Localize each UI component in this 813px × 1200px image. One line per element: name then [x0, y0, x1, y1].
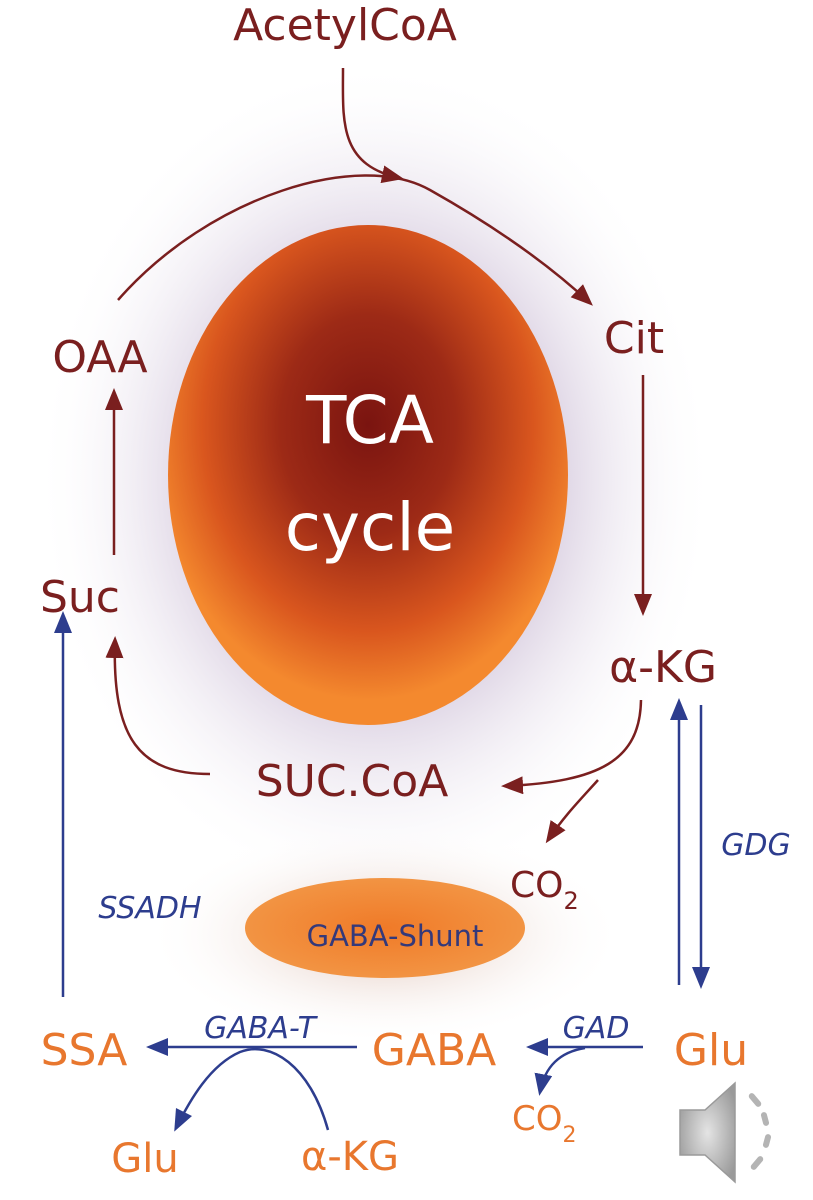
arrow-akg-to-glu-transamination	[174, 1047, 330, 1132]
gaba-shunt-label: GABA-Shunt	[307, 919, 484, 953]
arrow-succoa-to-suc	[105, 636, 211, 776]
co2-bottom-label: CO2	[512, 1099, 577, 1148]
tca-cycle-shape	[168, 225, 568, 725]
ssadh-label: SSADH	[98, 891, 201, 926]
arrow-acetylcoa-in	[341, 67, 404, 184]
ssa-label: SSA	[41, 1025, 128, 1076]
arrow-akg-to-co2	[545, 779, 599, 844]
gaba-shunt-shape	[245, 878, 525, 978]
acetylcoa-label: AcetylCoA	[233, 0, 457, 51]
akg-bottom-label: α-KG	[301, 1134, 399, 1180]
glu-bottom-label: Glu	[111, 1136, 178, 1182]
cit-label: Cit	[604, 313, 664, 364]
tca-label-line1: TCA	[305, 382, 434, 459]
oaa-label: OAA	[52, 332, 147, 383]
gaba-label: GABA	[372, 1025, 496, 1076]
succoa-label: SUC.CoA	[256, 756, 449, 807]
gdg-label: GDG	[721, 828, 791, 863]
co2-top-label: CO2	[510, 865, 579, 915]
gabat-label: GABA-T	[204, 1011, 319, 1046]
arrow-oaa-to-cit	[117, 174, 593, 306]
suc-label: Suc	[40, 572, 120, 623]
arrow-gad-co2	[534, 1046, 586, 1096]
akg-label: α-KG	[609, 642, 717, 693]
gad-label: GAD	[563, 1011, 630, 1046]
tca-label-line2: cycle	[285, 489, 456, 566]
arrow-akg-to-succoa	[501, 699, 643, 795]
glu-right-label: Glu	[674, 1025, 748, 1076]
speaker-icon[interactable]	[679, 1081, 772, 1184]
